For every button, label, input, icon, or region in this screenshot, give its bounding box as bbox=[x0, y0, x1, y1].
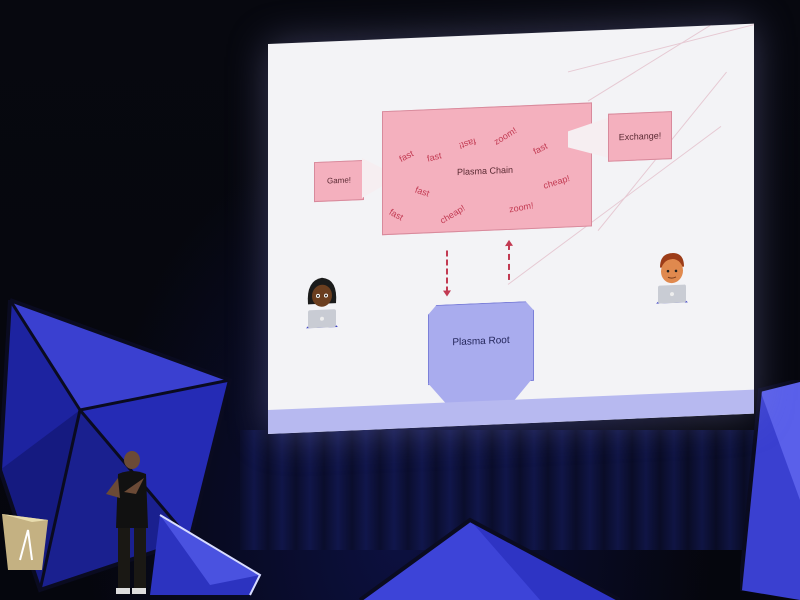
diagonal-line bbox=[587, 23, 754, 102]
chain-word: cheap! bbox=[438, 202, 467, 226]
man-technologist-icon bbox=[656, 253, 688, 304]
chain-word: fast bbox=[387, 206, 406, 223]
plasma-chain-box: Plasma Chain fast fast fast! zoom! fast … bbox=[382, 102, 592, 236]
chain-word: zoom! bbox=[492, 125, 519, 147]
plasma-chain-label: Plasma Chain bbox=[457, 164, 514, 178]
chain-word: fast bbox=[413, 184, 431, 199]
chain-word: fast bbox=[397, 148, 415, 164]
arrow-down-icon bbox=[446, 250, 448, 293]
projection-screen: Game! Plasma Chain fast fast fast! zoom!… bbox=[268, 23, 754, 435]
chain-word: fast! bbox=[457, 136, 478, 151]
stage-prism-front bbox=[150, 514, 262, 596]
stage-prism-center bbox=[358, 517, 620, 600]
arrow-up-icon bbox=[508, 243, 510, 280]
diagonal-line bbox=[567, 23, 754, 73]
stage-prism-right bbox=[740, 380, 800, 600]
exchange-label: Exchange! bbox=[618, 130, 662, 143]
exchange-box: Exchange! bbox=[608, 111, 672, 162]
game-label: Game! bbox=[326, 175, 351, 186]
stage-curtain bbox=[240, 430, 760, 550]
plasma-root-label: Plasma Root bbox=[452, 334, 510, 349]
plasma-root-box: Plasma Root bbox=[428, 301, 534, 385]
lectern bbox=[2, 514, 48, 570]
speaker-figure bbox=[106, 451, 148, 594]
game-box: Game! bbox=[314, 159, 364, 203]
game-connector bbox=[362, 157, 384, 198]
chain-word: fast bbox=[426, 150, 443, 164]
chain-word: cheap! bbox=[542, 173, 571, 191]
chain-word: zoom! bbox=[508, 200, 535, 215]
woman-technologist-icon bbox=[306, 277, 338, 329]
chain-word: fast bbox=[531, 140, 549, 157]
stage-prism-left bbox=[0, 298, 233, 593]
